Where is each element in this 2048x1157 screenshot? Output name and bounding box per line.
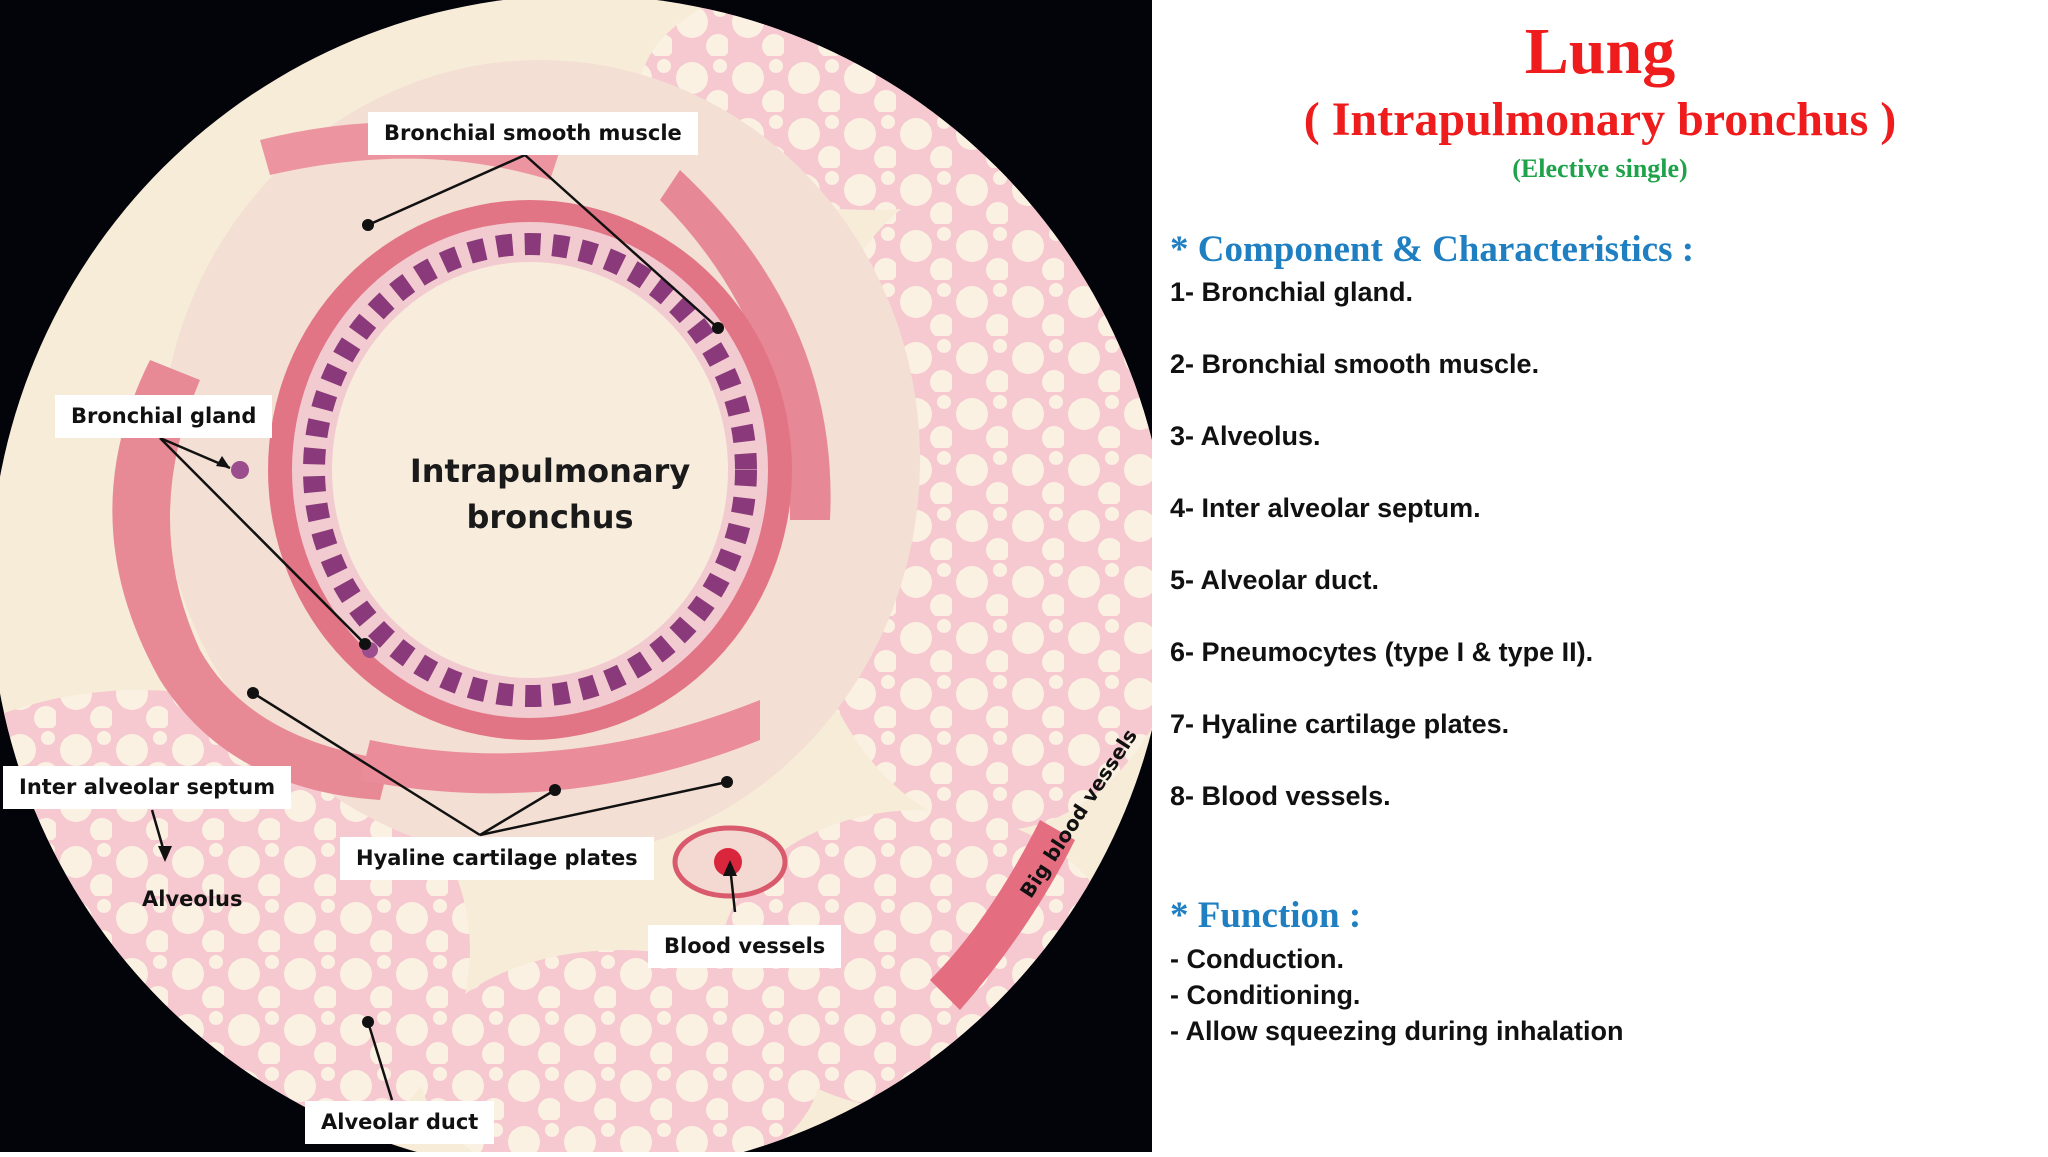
list-item: - Conditioning.: [1170, 980, 1361, 1010]
list-item: 8- Blood vessels.: [1170, 781, 1391, 811]
lumen-label: Intrapulmonary bronchus: [400, 448, 700, 540]
callout-alveolus: Alveolus: [142, 887, 243, 911]
micrograph-area: Intrapulmonary bronchus Bronchial smooth…: [0, 0, 1170, 1157]
elective-tag: (Elective single): [1512, 154, 1688, 183]
callout-inter-alveolar-septum: Inter alveolar septum: [3, 766, 292, 810]
list-item: 2- Bronchial smooth muscle.: [1170, 349, 1540, 379]
components-list: 1- Bronchial gland. 2- Bronchial smooth …: [1170, 275, 1593, 851]
list-item: 4- Inter alveolar septum.: [1170, 493, 1481, 523]
page-subtitle: ( Intrapulmonary bronchus ): [1303, 93, 1897, 146]
callout-hyaline-cartilage-plates: Hyaline cartilage plates: [340, 837, 654, 881]
callout-bronchial-gland: Bronchial gland: [55, 395, 273, 439]
list-item: 5- Alveolar duct.: [1170, 565, 1380, 595]
list-item: 1- Bronchial gland.: [1170, 277, 1414, 307]
page-title: Lung: [1524, 15, 1676, 88]
callout-bronchial-smooth-muscle: Bronchial smooth muscle: [368, 112, 698, 156]
list-item: 3- Alveolus.: [1170, 421, 1321, 451]
callout-alveolar-duct: Alveolar duct: [305, 1101, 495, 1145]
list-item: - Allow squeezing during inhalation: [1170, 1016, 1624, 1046]
info-panel: Lung ( Intrapulmonary bronchus ) (Electi…: [1152, 0, 2048, 1152]
list-item: 6- Pneumocytes (type I & type II).: [1170, 637, 1594, 667]
callout-blood-vessels: Blood vessels: [648, 925, 842, 969]
function-heading: * Function :: [1170, 895, 1362, 936]
list-item: 7- Hyaline cartilage plates.: [1170, 709, 1510, 739]
list-item: - Conduction.: [1170, 944, 1344, 974]
function-list: - Conduction. - Conditioning. - Allow sq…: [1170, 942, 1624, 1050]
lumen-label-line-2: bronchus: [466, 498, 634, 536]
micrograph-image: [0, 0, 1170, 1157]
lumen-label-line-1: Intrapulmonary: [409, 452, 691, 490]
components-heading: * Component & Characteristics :: [1170, 229, 1695, 270]
